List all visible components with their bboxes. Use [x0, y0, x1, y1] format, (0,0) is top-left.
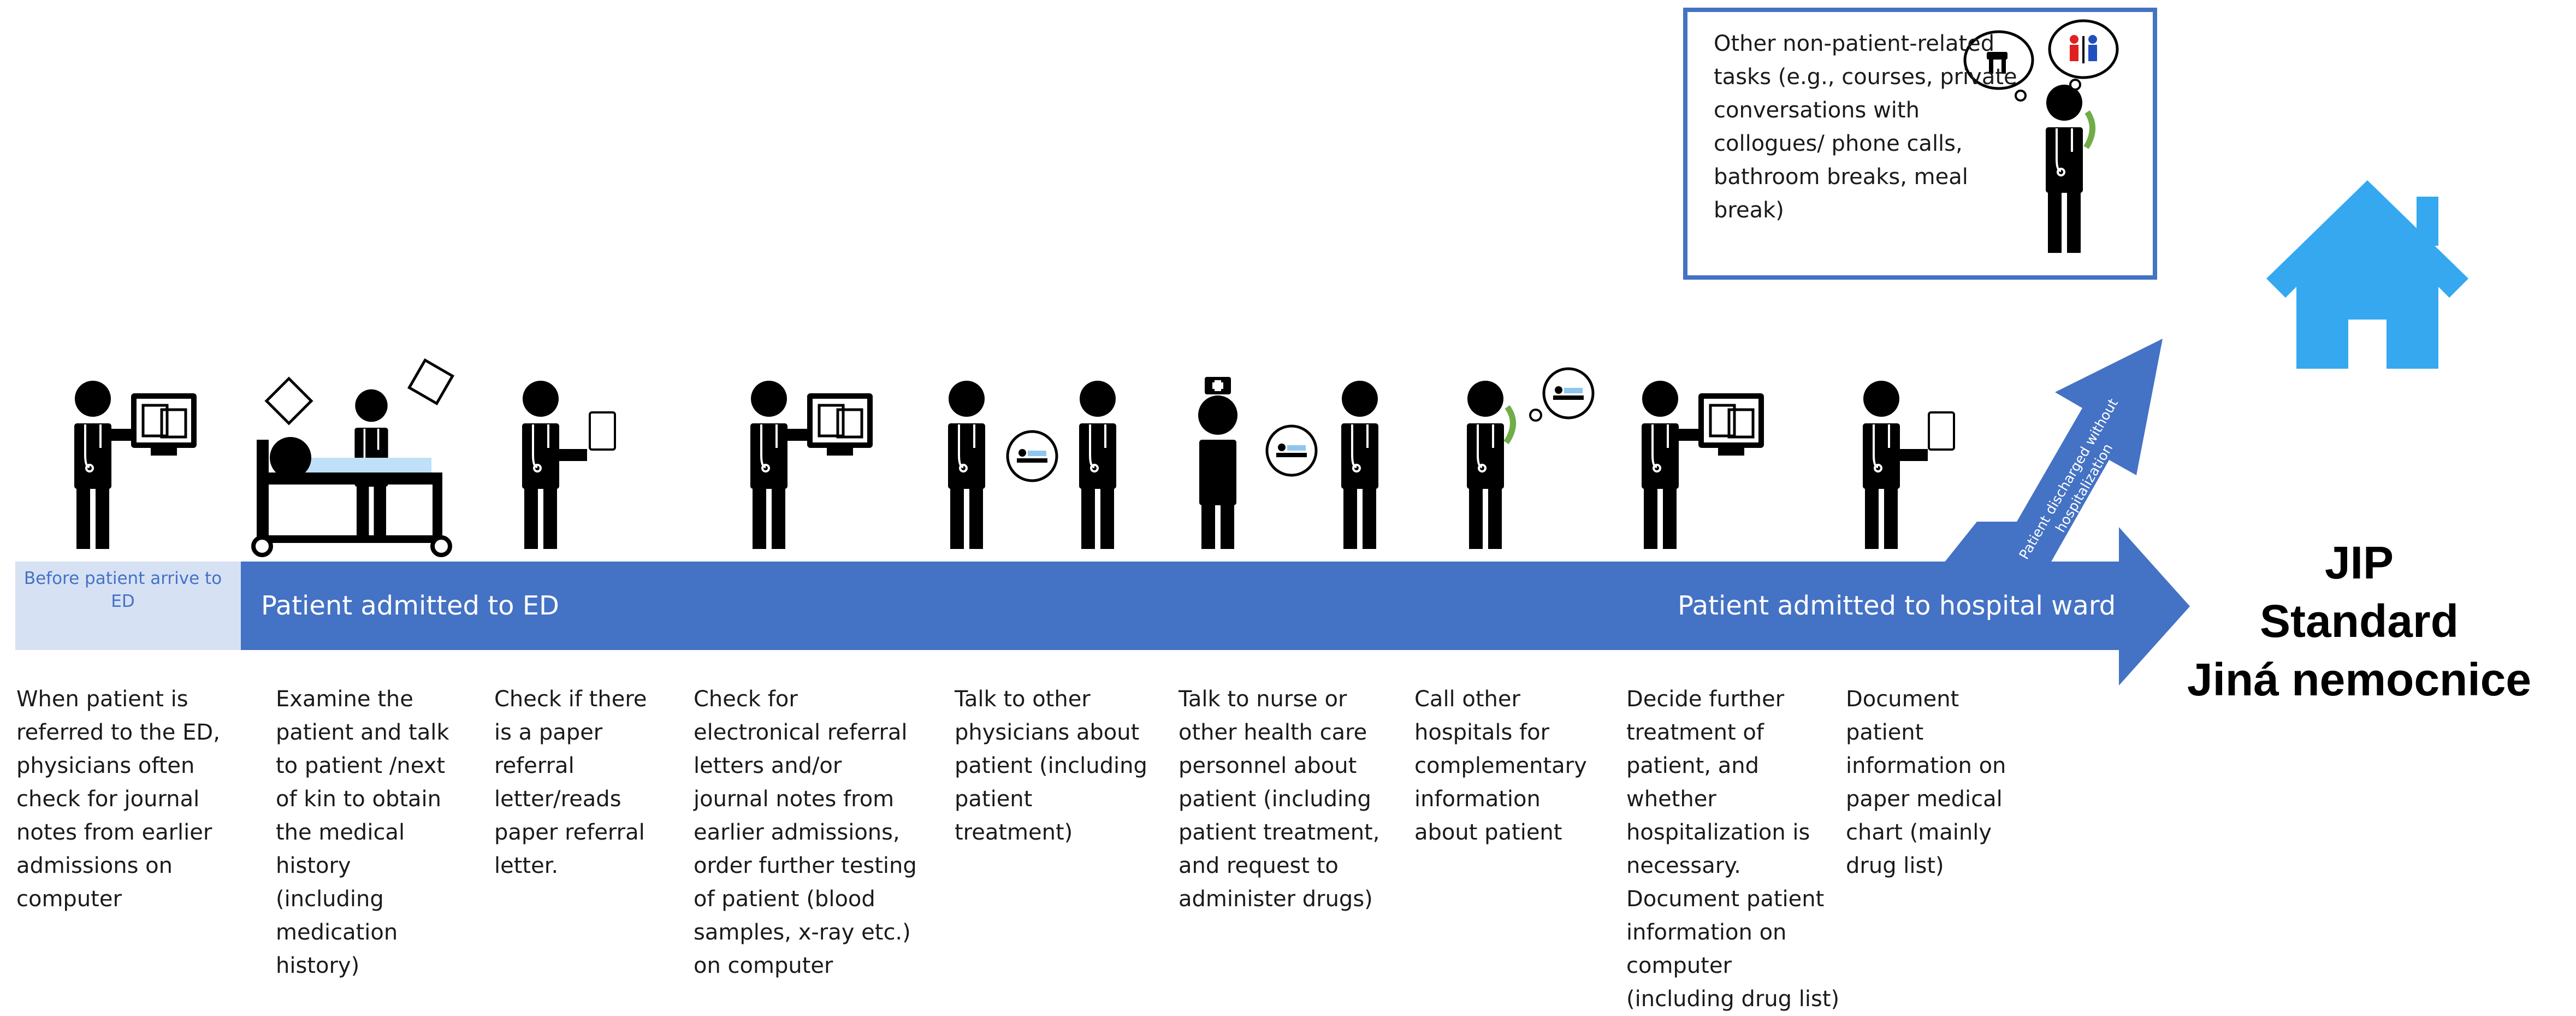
admitted-ward-label: Patient admitted to hospital ward: [1678, 590, 2116, 621]
step-2-text: Examine the patient and talk to patient …: [276, 687, 449, 978]
timeline-pre-box: [15, 562, 241, 650]
destination-line-2: Standard: [2259, 595, 2459, 647]
step-5-text: Talk to other physicians about patient (…: [955, 687, 1147, 845]
step-3-text: Check if there is a paper referral lette…: [494, 687, 647, 878]
home-icon: [2266, 180, 2468, 369]
other-tasks-text: Other non-patient-related tasks (e.g., c…: [1714, 31, 2017, 223]
physician-phone-call-icon: [1466, 369, 1593, 550]
physician-reading-paper-icon: [521, 380, 616, 550]
physician-at-computer-icon: [749, 380, 873, 550]
step-1-text: When patient is referred to the ED, phys…: [16, 687, 220, 912]
step-9-text: Document patient information on paper me…: [1846, 687, 2006, 878]
physician-other-tasks-icon: [1963, 19, 2119, 254]
destination-line-3: Jiná nemocnice: [2187, 654, 2532, 705]
physician-at-computer-icon: [73, 380, 197, 550]
step-6-text: Talk to nurse or other health care perso…: [1179, 687, 1380, 912]
physician-reading-paper-icon: [1862, 380, 1955, 550]
step-7-text: Call other hospitals for complementary i…: [1414, 687, 1587, 845]
physician-examining-patient-in-bed-icon: [251, 358, 455, 557]
physicians-talking-icon: [947, 380, 1117, 550]
destination-line-1: JIP: [2324, 537, 2394, 588]
before-arrival-label: Before patient arrive to ED: [23, 569, 222, 611]
physician-talking-to-nurse-icon: [1198, 377, 1379, 550]
admitted-ed-label: Patient admitted to ED: [261, 590, 559, 621]
step-8-text: Decide further treatment of patient, and…: [1626, 687, 1840, 1012]
timeline-arrow: [241, 527, 2190, 686]
physician-at-computer-icon: [1641, 380, 1764, 550]
discharge-arrow: [1944, 339, 2163, 563]
step-4-text: Check for electronical referral letters …: [694, 687, 917, 978]
